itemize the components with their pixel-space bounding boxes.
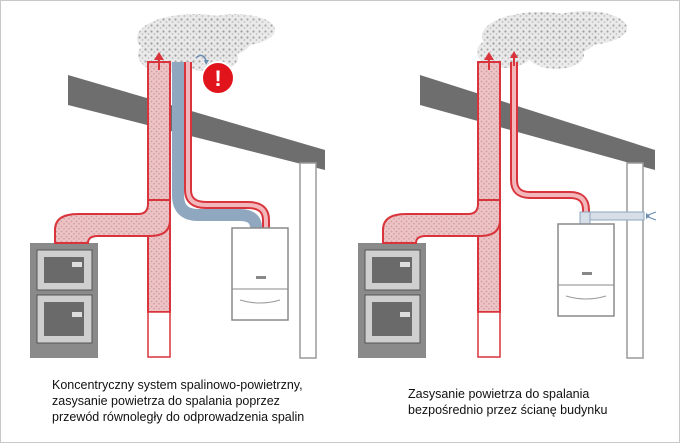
chimney-flue-left (54, 52, 171, 358)
smoke-cloud-left (137, 14, 275, 73)
solid-fuel-boiler-right (358, 243, 426, 358)
gas-boiler-left (231, 227, 289, 321)
intake-arrows-right (646, 211, 657, 221)
air-duct-left (172, 62, 262, 232)
intake-arrow-left (195, 54, 207, 61)
roof-right (420, 75, 655, 170)
post-left (299, 162, 317, 359)
chimney-flue-right (382, 52, 501, 358)
warning-symbol: ! (214, 66, 221, 91)
wall-air-intake (589, 211, 645, 221)
right-scene (358, 11, 657, 359)
post-right (626, 162, 644, 359)
warning-badge: ! (201, 61, 235, 95)
caption-left: Koncentryczny system spalinowo-powietrzn… (52, 378, 305, 424)
roof-left (68, 75, 325, 170)
solid-fuel-boiler-left (30, 243, 98, 358)
smoke-cloud-right (477, 11, 627, 69)
left-scene: ! (30, 14, 325, 359)
gas-boiler-right (557, 223, 615, 317)
caption-right: Zasysanie powietrza do spalania bezpośre… (408, 387, 608, 417)
